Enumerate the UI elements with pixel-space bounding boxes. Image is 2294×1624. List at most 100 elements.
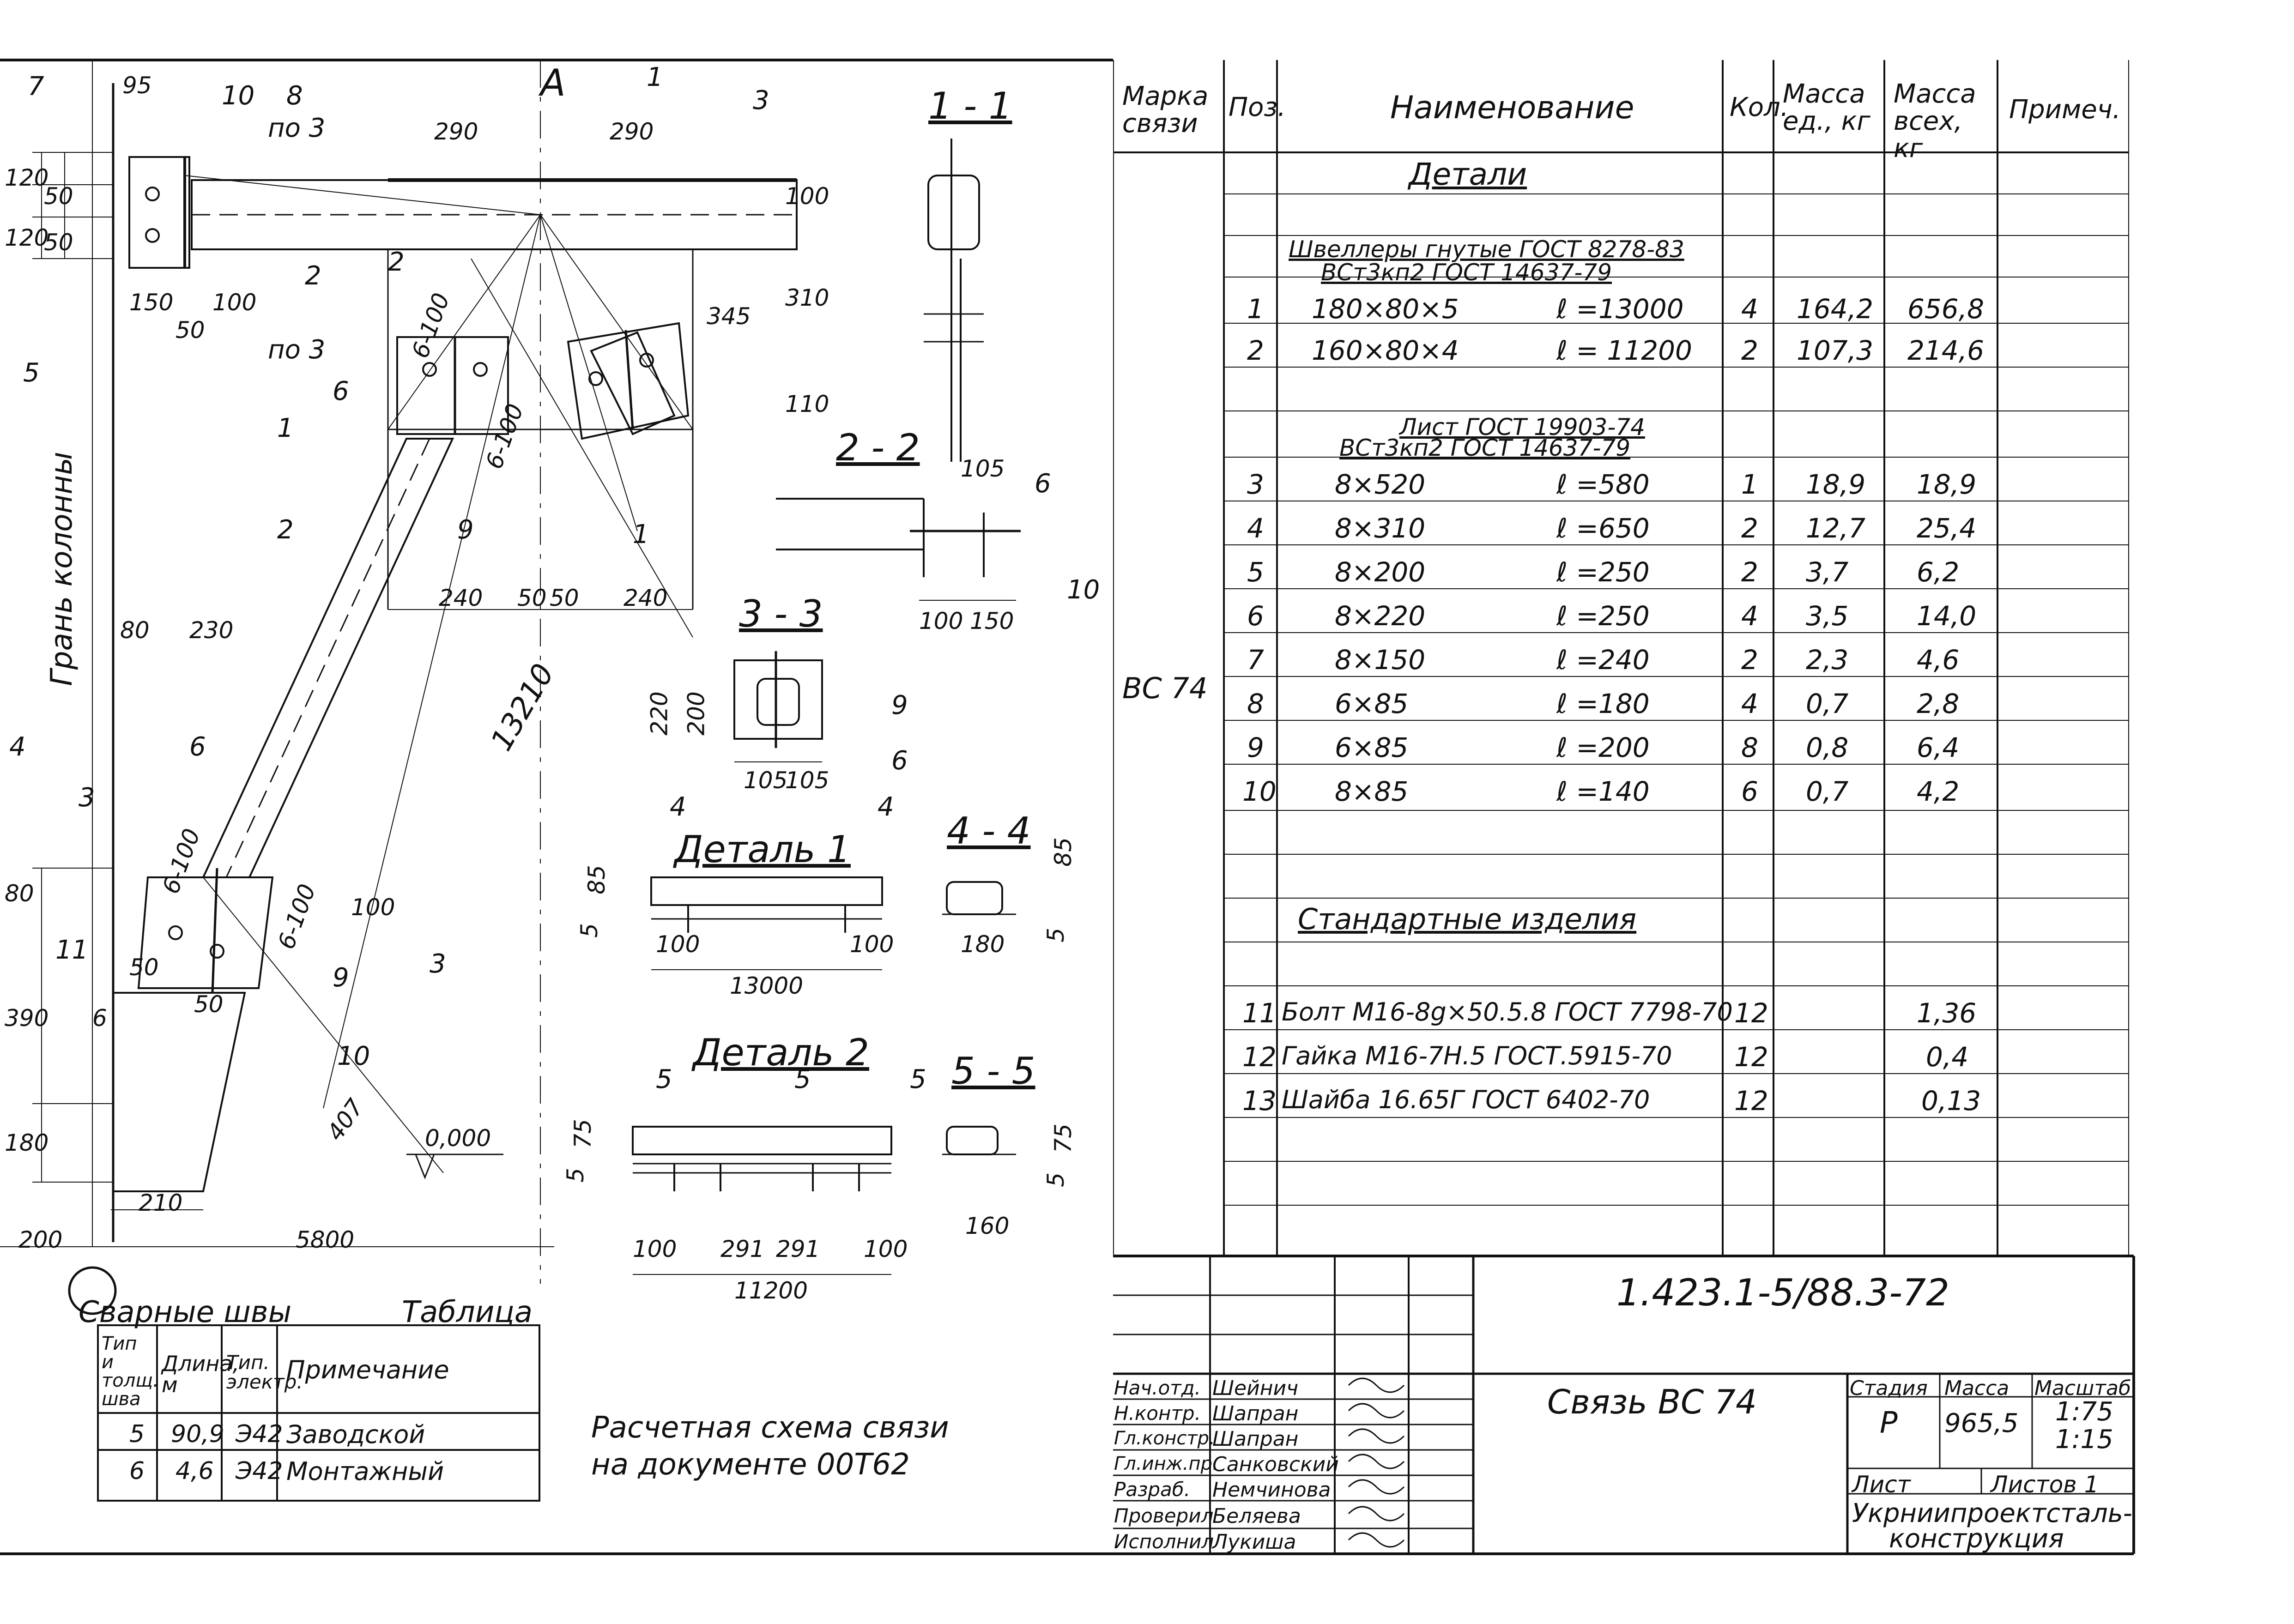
section-mark-3-left: 3 <box>79 783 95 813</box>
pos-label-3: 3 <box>753 85 769 115</box>
s33-pos-9: 9 <box>891 690 908 720</box>
section-mark-2-left: 2 <box>277 515 294 545</box>
spec-row-mass-unit: 164,2 <box>1797 293 1874 325</box>
spec-group-standard: Стандартные изделия <box>1298 902 1637 936</box>
dim-120b: 120 <box>5 224 49 251</box>
role-name: Немчинова <box>1212 1478 1331 1502</box>
spec-row-qty: 4 <box>1741 688 1758 719</box>
pos-label-5: 5 <box>23 358 40 388</box>
dim-230: 230 <box>189 617 234 644</box>
calc-note-line1: Расчетная схема связи <box>591 1411 949 1445</box>
dim-240a: 240 <box>439 585 483 611</box>
weld-row2-type: 6 <box>129 1457 145 1485</box>
spec-row-len: ℓ = 11200 <box>1556 335 1692 366</box>
spec-table-grid <box>1113 60 2129 1256</box>
spec-row-len: ℓ =240 <box>1556 644 1650 676</box>
spec-mark-value: ВС 74 <box>1122 671 1208 705</box>
spec-row-mass-unit: 2,3 <box>1806 644 1849 676</box>
spec-row-size: 160×80×4 <box>1312 335 1459 366</box>
dim-290a: 290 <box>434 118 478 145</box>
spec-row-len: ℓ =650 <box>1556 513 1650 544</box>
dim-100c: 100 <box>351 894 395 921</box>
organization-line2: конструкция <box>1889 1524 2064 1554</box>
dim-120a: 120 <box>5 164 49 191</box>
spec-header-pos: Поз. <box>1229 92 1286 122</box>
section-4-4-title: 4 - 4 <box>947 809 1031 852</box>
s33-dim-105b: 105 <box>785 767 829 794</box>
s22-dim-105: 105 <box>961 455 1005 482</box>
dim-50f: 50 <box>129 954 159 981</box>
section-3-3-title: 3 - 3 <box>739 592 823 635</box>
weld-header-length: Длина, м <box>162 1351 240 1397</box>
role-label: Проверил <box>1114 1504 1214 1527</box>
pos-label-6: 6 <box>333 376 349 406</box>
pos-label-7: 7 <box>28 72 44 102</box>
spec-row-pos: 3 <box>1247 469 1264 500</box>
spec-row-name: Гайка М16-7Н.5 ГОСТ.5915-70 <box>1282 1041 1672 1070</box>
spec-row-mass-unit: 3,7 <box>1806 556 1849 588</box>
role-label: Н.контр. <box>1114 1402 1201 1425</box>
role-label: Исполнил <box>1114 1530 1214 1553</box>
section-mark-3-right: 3 <box>430 949 446 979</box>
section-mark-1: 1 <box>647 62 663 92</box>
s33-dim-220: 220 <box>646 691 673 736</box>
po3-bottom-label: по 3 <box>268 335 326 365</box>
spec-header-mark: Марка связи <box>1122 81 1209 139</box>
s55-dim-75: 75 <box>1049 1123 1077 1153</box>
spec-row-name: Болт М16-8g×50.5.8 ГОСТ 7798-70 <box>1282 997 1733 1026</box>
spec-row-pos: 12 <box>1242 1041 1277 1073</box>
s33-dim-200: 200 <box>683 691 710 736</box>
spec-row-mass-total: 2,8 <box>1917 688 1960 719</box>
spec-group-channels-1: Швеллеры гнутые ГОСТ 8278-83 <box>1289 236 1684 263</box>
s22-dim-150: 150 <box>970 608 1014 634</box>
pos-label-11: 11 <box>55 935 89 965</box>
spec-header-qty: Кол. <box>1730 92 1789 122</box>
spec-header-name: Наименование <box>1390 90 1634 126</box>
spec-group-sheet-2: ВСт3кп2 ГОСТ 14637-79 <box>1339 435 1631 461</box>
role-name: Беляева <box>1212 1504 1301 1528</box>
spec-row-mass-total: 0,4 <box>1926 1041 1969 1073</box>
spec-row-len: ℓ =200 <box>1556 732 1650 763</box>
spec-group-channels-2: ВСт3кп2 ГОСТ 14637-79 <box>1321 259 1612 286</box>
spec-row-qty: 12 <box>1734 1085 1768 1117</box>
scale-value-2: 1:15 <box>2055 1425 2113 1455</box>
spec-row-mass-unit: 0,7 <box>1806 688 1849 719</box>
pos-label-2: 2 <box>305 261 321 291</box>
spec-row-qty: 2 <box>1741 644 1758 676</box>
spec-row-len: ℓ =250 <box>1556 556 1650 588</box>
role-name: Лукиша <box>1212 1530 1296 1554</box>
d1-dim-13000: 13000 <box>730 972 804 999</box>
section-1-1-title: 1 - 1 <box>928 85 1012 127</box>
spec-row-mass-total: 4,6 <box>1917 644 1960 676</box>
organization-line1: Укрниипроектсталь- <box>1852 1498 2132 1528</box>
spec-row-mass-total: 6,4 <box>1917 732 1960 763</box>
dim-50a: 50 <box>44 183 73 210</box>
weld-row1-length: 90,9 <box>171 1420 224 1448</box>
dim-150: 150 <box>129 289 174 316</box>
pos-label-9: 9 <box>457 515 474 545</box>
dim-5800: 5800 <box>296 1226 355 1253</box>
s44-dim-180: 180 <box>961 931 1005 958</box>
pos-label-10: 10 <box>222 81 255 111</box>
role-name: Шейнич <box>1212 1376 1299 1400</box>
spec-row-pos: 9 <box>1247 732 1264 763</box>
spec-row-qty: 1 <box>1741 469 1758 500</box>
spec-row-mass-total: 25,4 <box>1917 513 1977 544</box>
dim-100b: 100 <box>212 289 257 316</box>
spec-header-note: Примеч. <box>2009 95 2121 125</box>
spec-row-len: ℓ =140 <box>1556 776 1650 807</box>
spec-row-mass-unit: 3,5 <box>1806 600 1849 632</box>
dim-110: 110 <box>785 391 829 417</box>
detail-2-title: Деталь 2 <box>693 1031 869 1074</box>
role-name: Шапран <box>1212 1427 1299 1451</box>
s55-dim-160: 160 <box>965 1213 1010 1239</box>
weld-row1-electrode: Э42 <box>236 1420 283 1448</box>
document-title: Связь ВС 74 <box>1547 1383 1757 1421</box>
dim-210: 210 <box>139 1189 183 1216</box>
spec-row-len: ℓ =13000 <box>1556 293 1684 325</box>
specification-table: Марка связи Поз. Наименование Кол. Масса… <box>1113 60 2129 1256</box>
weld-table-title: Сварные швы <box>79 1295 292 1329</box>
spec-row-size: 8×220 <box>1335 600 1426 632</box>
stage-value: Р <box>1880 1406 1898 1440</box>
spec-row-pos: 6 <box>1247 600 1264 632</box>
